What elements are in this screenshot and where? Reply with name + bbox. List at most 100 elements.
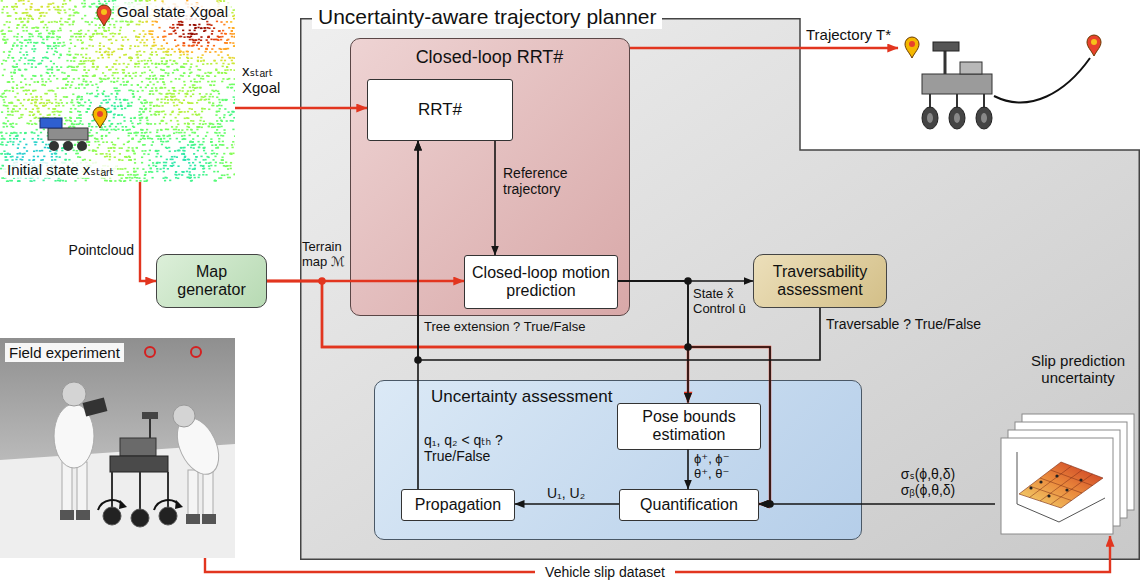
drawing-rect xyxy=(133,168,135,170)
drawing-rect xyxy=(161,120,163,122)
drawing-rect xyxy=(3,36,5,38)
drawing-rect xyxy=(136,147,138,149)
drawing-rect xyxy=(115,126,117,128)
drawing-rect xyxy=(53,54,55,56)
drawing-rect xyxy=(124,99,126,101)
drawing-rect xyxy=(162,81,164,83)
drawing-rect xyxy=(33,114,35,116)
drawing-rect xyxy=(217,147,219,149)
drawing-rect xyxy=(194,168,196,170)
drawing-rect xyxy=(139,33,141,35)
drawing-rect xyxy=(215,90,217,92)
drawing-rect xyxy=(132,150,134,152)
drawing-rect xyxy=(191,33,193,35)
drawing-rect xyxy=(190,174,192,176)
drawing-rect xyxy=(3,39,5,41)
drawing-rect xyxy=(183,45,185,47)
drawing-rect xyxy=(28,60,30,62)
drawing-rect xyxy=(7,108,9,110)
drawing-rect xyxy=(56,66,58,68)
drawing-rect xyxy=(178,93,180,95)
drawing-rect xyxy=(145,108,147,110)
drawing-rect xyxy=(98,33,100,35)
drawing-rect xyxy=(198,147,200,149)
drawing-rect xyxy=(193,24,195,26)
drawing-rect xyxy=(922,74,992,94)
drawing-rect xyxy=(188,168,190,170)
drawing-rect xyxy=(149,111,151,113)
drawing-rect xyxy=(144,99,146,101)
drawing-rect xyxy=(185,63,187,65)
drawing-rect xyxy=(103,129,105,131)
drawing-rect xyxy=(42,84,44,86)
drawing-rect xyxy=(189,30,191,32)
drawing-rect xyxy=(130,105,132,107)
drawing-rect xyxy=(68,48,70,50)
drawing-rect xyxy=(193,174,195,176)
drawing-rect xyxy=(65,153,67,155)
drawing-rect xyxy=(229,84,231,86)
drawing-rect xyxy=(154,114,156,116)
drawing-rect xyxy=(95,126,97,128)
drawing-rect xyxy=(38,18,40,20)
drawing-rect xyxy=(200,27,202,29)
drawing-rect xyxy=(8,54,10,56)
drawing-rect xyxy=(168,135,170,137)
drawing-rect xyxy=(30,78,32,80)
drawing-rect xyxy=(209,72,211,74)
drawing-rect xyxy=(119,123,121,125)
drawing-rect xyxy=(138,21,140,23)
drawing-rect xyxy=(68,75,70,77)
drawing-rect xyxy=(158,135,160,137)
drawing-rect xyxy=(178,108,180,110)
drawing-rect xyxy=(143,42,145,44)
drawing-rect xyxy=(159,162,161,164)
drawing-rect xyxy=(123,84,125,86)
drawing-rect xyxy=(74,45,76,47)
drawing-rect xyxy=(17,24,19,26)
drawing-rect xyxy=(113,147,115,149)
drawing-rect xyxy=(125,75,127,77)
drawing-rect xyxy=(179,102,181,104)
drawing-rect xyxy=(226,39,228,41)
drawing-rect xyxy=(88,141,90,143)
drawing-rect xyxy=(137,84,139,86)
drawing-rect xyxy=(221,162,223,164)
drawing-ellipse xyxy=(922,107,938,129)
drawing-rect xyxy=(153,39,155,41)
drawing-rect xyxy=(72,105,74,107)
drawing-rect xyxy=(104,75,106,77)
drawing-rect xyxy=(144,63,146,65)
drawing-rect xyxy=(134,45,136,47)
drawing-rect xyxy=(80,60,82,62)
drawing-rect xyxy=(61,102,63,104)
drawing-rect xyxy=(70,117,72,119)
drawing-rect xyxy=(960,62,982,74)
drawing-rect xyxy=(175,171,177,173)
drawing-rect xyxy=(61,72,63,74)
drawing-ellipse xyxy=(981,113,987,123)
drawing-rect xyxy=(37,81,39,83)
drawing-rect xyxy=(8,51,10,53)
drawing-rect xyxy=(149,93,151,95)
drawing-rect xyxy=(113,129,115,131)
drawing-rect xyxy=(123,63,125,65)
drawing-rect xyxy=(70,84,72,86)
drawing-rect xyxy=(208,126,210,128)
drawing-rect xyxy=(32,114,34,116)
drawing-rect xyxy=(111,93,113,95)
drawing-rect xyxy=(76,66,78,68)
drawing-rect xyxy=(166,93,168,95)
drawing-rect xyxy=(155,78,157,80)
drawing-rect xyxy=(178,132,180,134)
drawing-rect xyxy=(193,132,195,134)
drawing-rect xyxy=(20,57,22,59)
drawing-rect xyxy=(130,120,132,122)
drawing-rect xyxy=(172,72,174,74)
drawing-rect xyxy=(175,117,177,119)
drawing-rect xyxy=(137,57,139,59)
drawing-rect xyxy=(111,141,113,143)
drawing-rect xyxy=(183,72,185,74)
drawing-rect xyxy=(31,111,33,113)
drawing-rect xyxy=(215,63,217,65)
